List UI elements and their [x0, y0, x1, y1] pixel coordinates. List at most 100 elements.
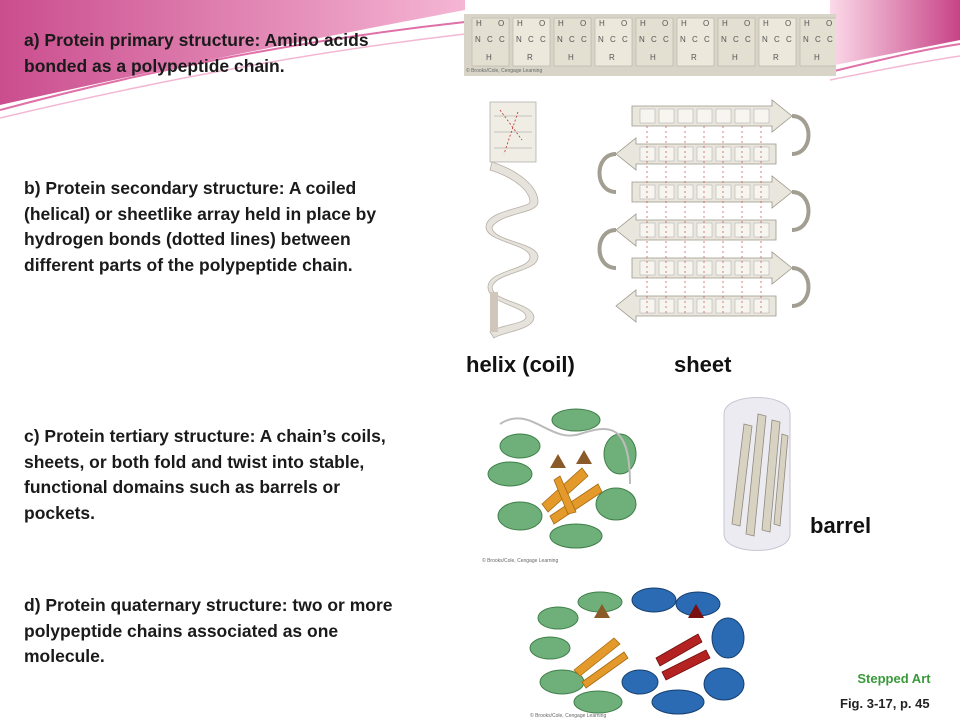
alpha-helix-diagram	[482, 92, 574, 342]
atom-symbol: C	[733, 35, 739, 44]
sheet-turn	[791, 114, 811, 156]
quaternary-structure-ribbon: © Brooks/Cole, Cengage Learning	[528, 578, 750, 720]
sheet-turn	[597, 152, 617, 194]
barrel-label: barrel	[810, 513, 872, 538]
atom-symbol: N	[762, 35, 768, 44]
atom-symbol: H	[476, 19, 482, 28]
atom-symbol: C	[692, 35, 698, 44]
stepped-art-label: Stepped Art	[832, 666, 956, 692]
atom-symbol: C	[581, 35, 587, 44]
atom-symbol: N	[557, 35, 563, 44]
atom-symbol: O	[498, 19, 504, 28]
atom-symbol: N	[803, 35, 809, 44]
atom-symbol: C	[499, 35, 505, 44]
atom-symbol: N	[516, 35, 522, 44]
tertiary-structure-ribbon: © Brooks/Cole, Cengage Learning	[480, 384, 644, 566]
atom-symbol: C	[540, 35, 546, 44]
tertiary-structure-text: c) Protein tertiary structure: A chain’s…	[24, 426, 386, 523]
atom-symbol: O	[580, 19, 586, 28]
barrel-strand	[773, 433, 789, 527]
atom-symbol: R	[773, 53, 779, 62]
sheet-strand	[655, 633, 703, 667]
sheet-strand	[615, 289, 777, 323]
atom-symbol: N	[680, 35, 686, 44]
quaternary-credit: © Brooks/Cole, Cengage Learning	[530, 712, 606, 719]
barrel-strand	[731, 423, 753, 527]
atom-symbol: C	[487, 35, 493, 44]
sheet-strand	[661, 649, 711, 681]
helix-coil	[499, 433, 541, 459]
atom-symbol: O	[662, 19, 668, 28]
atom-symbol: R	[691, 53, 697, 62]
helix-coil	[551, 408, 601, 432]
atom-symbol: N	[598, 35, 604, 44]
atom-symbol: N	[639, 35, 645, 44]
helix-coil	[549, 523, 603, 549]
atom-symbol: R	[527, 53, 533, 62]
chain-credit: © Brooks/Cole, Cengage Learning	[466, 67, 542, 74]
helix-coil	[603, 433, 637, 475]
helix-coil	[487, 461, 533, 487]
sheet-arrow	[576, 450, 592, 464]
atom-symbol: H	[722, 19, 728, 28]
atom-symbol: O	[539, 19, 545, 28]
helix-backbone	[489, 101, 537, 163]
sheet-arrow	[688, 604, 704, 618]
atom-symbol: C	[745, 35, 751, 44]
atom-symbol: H	[804, 19, 810, 28]
sheet-turn	[791, 266, 811, 308]
atom-symbol: C	[622, 35, 628, 44]
helix-coil	[537, 606, 579, 630]
atom-symbol: H	[486, 53, 492, 62]
atom-symbol: C	[569, 35, 575, 44]
beta-barrel-diagram	[710, 384, 800, 564]
sheet-strand	[631, 251, 793, 285]
atom-symbol: O	[744, 19, 750, 28]
atom-symbol: C	[704, 35, 710, 44]
atom-symbol: N	[721, 35, 727, 44]
barrel-strand	[761, 419, 781, 533]
sheet-arrow	[550, 454, 566, 468]
atom-symbol: N	[475, 35, 481, 44]
primary-structure-text: a) Protein primary structure: Amino acid…	[24, 30, 369, 76]
atom-symbol: O	[621, 19, 627, 28]
sheet-strand	[581, 651, 629, 689]
atom-symbol: H	[599, 19, 605, 28]
atom-symbol: H	[640, 19, 646, 28]
sheet-strand	[549, 483, 603, 525]
atom-symbol: C	[610, 35, 616, 44]
atom-symbol: H	[517, 19, 523, 28]
helix-shadow	[490, 292, 498, 332]
sheet-strand	[615, 213, 777, 247]
beta-sheet-diagram	[592, 92, 816, 352]
barrel-strand	[745, 413, 767, 537]
atom-symbol: C	[528, 35, 534, 44]
atom-symbol: H	[558, 19, 564, 28]
sheet-strand	[631, 175, 793, 209]
atom-symbol: H	[681, 19, 687, 28]
sheet-label: sheet	[674, 352, 732, 377]
atom-symbol: C	[774, 35, 780, 44]
helix-coil	[703, 667, 745, 701]
loop-chain	[499, 417, 631, 485]
helix-coil	[651, 689, 705, 715]
tertiary-credit: © Brooks/Cole, Cengage Learning	[482, 557, 558, 564]
atom-symbol: C	[786, 35, 792, 44]
helix-coil	[711, 617, 745, 659]
helix-ribbon	[485, 161, 539, 339]
atom-symbol: C	[827, 35, 833, 44]
sheet-strand	[631, 99, 793, 133]
helix-label: helix (coil)	[466, 352, 575, 377]
atom-symbol: H	[763, 19, 769, 28]
atom-symbol: C	[651, 35, 657, 44]
